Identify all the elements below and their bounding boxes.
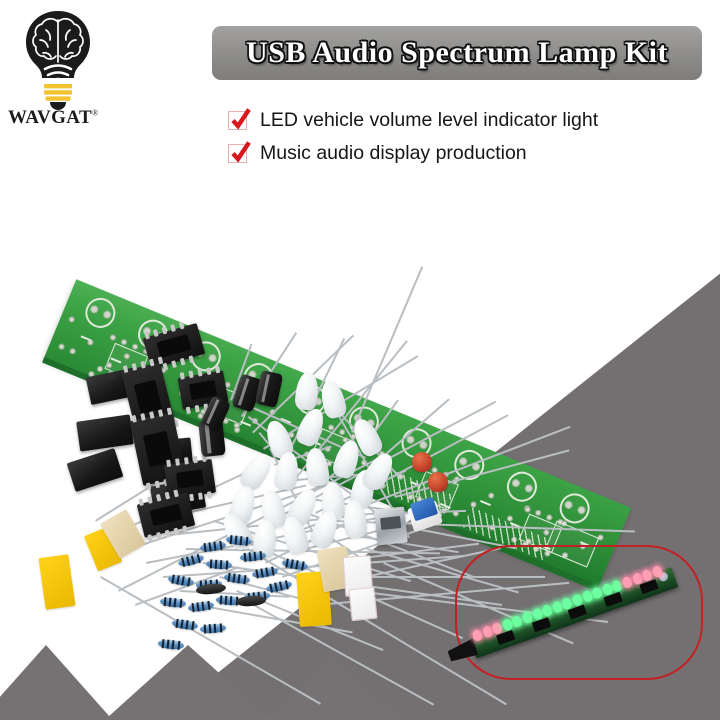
feature-text: Music audio display production [260, 142, 527, 164]
list-item: LED vehicle volume level indicator light [228, 104, 708, 137]
dip-ic [531, 617, 552, 633]
brain-lightbulb-icon [26, 11, 90, 110]
silkscreen-mark [80, 335, 92, 342]
highlight-ring [455, 545, 703, 680]
metal-film-resistor [205, 559, 233, 570]
metal-film-resistor [199, 623, 227, 634]
ceramic-capacitor [428, 472, 448, 492]
assembled-board-highlight [455, 545, 703, 680]
usb-connector [374, 506, 408, 546]
led-pad [80, 293, 120, 333]
pin-header [348, 586, 378, 622]
silkscreen-mark [480, 500, 491, 507]
decorative-triangle [0, 645, 126, 720]
title-banner: USB Audio Spectrum Lamp Kit [212, 26, 702, 80]
component-lead [339, 576, 545, 578]
ceramic-capacitor [412, 452, 432, 472]
page-title: USB Audio Spectrum Lamp Kit [246, 36, 668, 69]
checkbox-checked-icon [228, 141, 251, 164]
checkbox-checked-icon [228, 108, 251, 131]
feature-list: LED vehicle volume level indicator light… [228, 104, 708, 170]
list-item: Music audio display production [228, 137, 708, 170]
ic-socket [163, 454, 217, 504]
brand-name: WAVGAT® [8, 107, 99, 128]
led-pad [502, 467, 542, 507]
brand-logo: WAVGAT® [6, 6, 110, 130]
feature-text: LED vehicle volume level indicator light [260, 109, 599, 131]
